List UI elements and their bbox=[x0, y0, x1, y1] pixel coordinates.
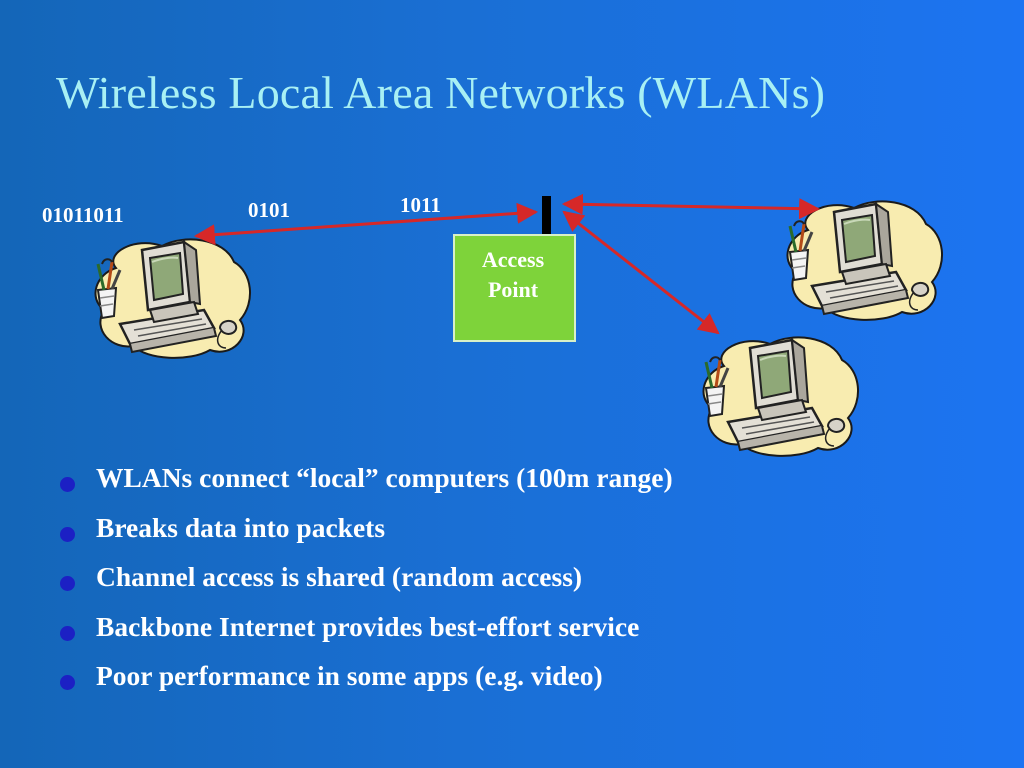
bullet-text: Breaks data into packets bbox=[96, 511, 386, 543]
computer-icon bbox=[93, 237, 252, 360]
computer-icon bbox=[785, 199, 944, 322]
wlan-diagram: Access Point 01011011 0101 1011 bbox=[42, 193, 944, 458]
bullet-text: Poor performance in some apps (e.g. vide… bbox=[96, 660, 603, 691]
bullet-dot-icon bbox=[60, 526, 75, 542]
bullet-item: Backbone Internet provides best-effort s… bbox=[56, 611, 673, 661]
bullet-item: Breaks data into packets bbox=[56, 512, 673, 562]
bullet-dot-icon bbox=[60, 675, 75, 690]
bullet-text: WLANs connect “local” computers (100m ra… bbox=[96, 462, 673, 493]
access-point-label: Point bbox=[488, 277, 539, 302]
link-arrow-top-right bbox=[561, 193, 821, 220]
bullet-item: Poor performance in some apps (e.g. vide… bbox=[56, 660, 673, 710]
bullet-text: Backbone Internet provides best-effort s… bbox=[96, 610, 640, 642]
computer-icon bbox=[701, 335, 860, 458]
packet-label: 0101 bbox=[248, 198, 290, 222]
bullet-item: WLANs connect “local” computers (100m ra… bbox=[56, 462, 673, 512]
access-point-label: Access bbox=[482, 247, 545, 272]
bullet-dot-icon bbox=[60, 477, 75, 492]
antenna-icon bbox=[542, 196, 551, 238]
bullet-dot-icon bbox=[60, 576, 75, 591]
bullet-item: Channel access is shared (random access) bbox=[56, 561, 673, 611]
bullet-text: Channel access is shared (random access) bbox=[96, 561, 583, 592]
link-arrow-left bbox=[193, 202, 539, 246]
bullet-dot-icon bbox=[60, 625, 75, 641]
slide-title: Wireless Local Area Networks (WLANs) bbox=[56, 67, 826, 118]
packet-label: 1011 bbox=[400, 193, 441, 217]
link-arrow-bottom-right bbox=[562, 210, 720, 335]
bullet-list: WLANs connect “local” computers (100m ra… bbox=[56, 462, 673, 710]
bits-label: 01011011 bbox=[42, 203, 124, 227]
access-point-box bbox=[453, 234, 576, 342]
